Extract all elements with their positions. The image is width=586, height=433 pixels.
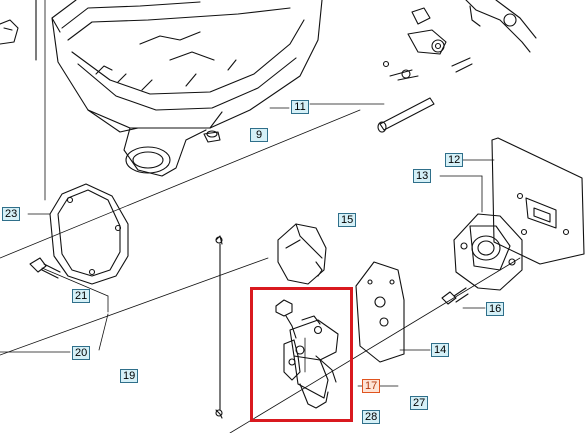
clip-part xyxy=(0,19,19,45)
callout-16[interactable]: 16 xyxy=(486,302,505,316)
callout-21[interactable]: 21 xyxy=(72,289,91,303)
plate-12 xyxy=(491,137,585,265)
callout-19[interactable]: 19 xyxy=(120,369,139,383)
linkage-assembly xyxy=(382,0,537,81)
screw-9 xyxy=(206,130,218,138)
rod-28 xyxy=(215,235,223,419)
fuel-tank-housing xyxy=(51,0,323,177)
callout-28[interactable]: 28 xyxy=(362,410,381,424)
carburetor-17 xyxy=(275,299,339,409)
callout-20[interactable]: 20 xyxy=(72,346,91,360)
gasket-23 xyxy=(49,183,129,285)
flange-13 xyxy=(453,213,523,291)
callout-9[interactable]: 9 xyxy=(250,128,268,142)
bolt-16 xyxy=(441,287,469,305)
carburetor-highlight-box xyxy=(250,287,353,422)
callout-13[interactable]: 13 xyxy=(413,169,432,183)
air-filter-15 xyxy=(277,223,327,285)
callout-14[interactable]: 14 xyxy=(431,343,450,357)
callout-11[interactable]: 11 xyxy=(291,100,309,114)
callout-17[interactable]: 17 xyxy=(362,379,381,393)
callout-15[interactable]: 15 xyxy=(338,213,357,227)
callout-27[interactable]: 27 xyxy=(410,396,429,410)
gasket-14 xyxy=(355,261,405,363)
callout-23[interactable]: 23 xyxy=(2,207,21,221)
callout-12[interactable]: 12 xyxy=(445,153,464,167)
rod-11 xyxy=(377,97,435,133)
bolt-21 xyxy=(29,257,61,279)
